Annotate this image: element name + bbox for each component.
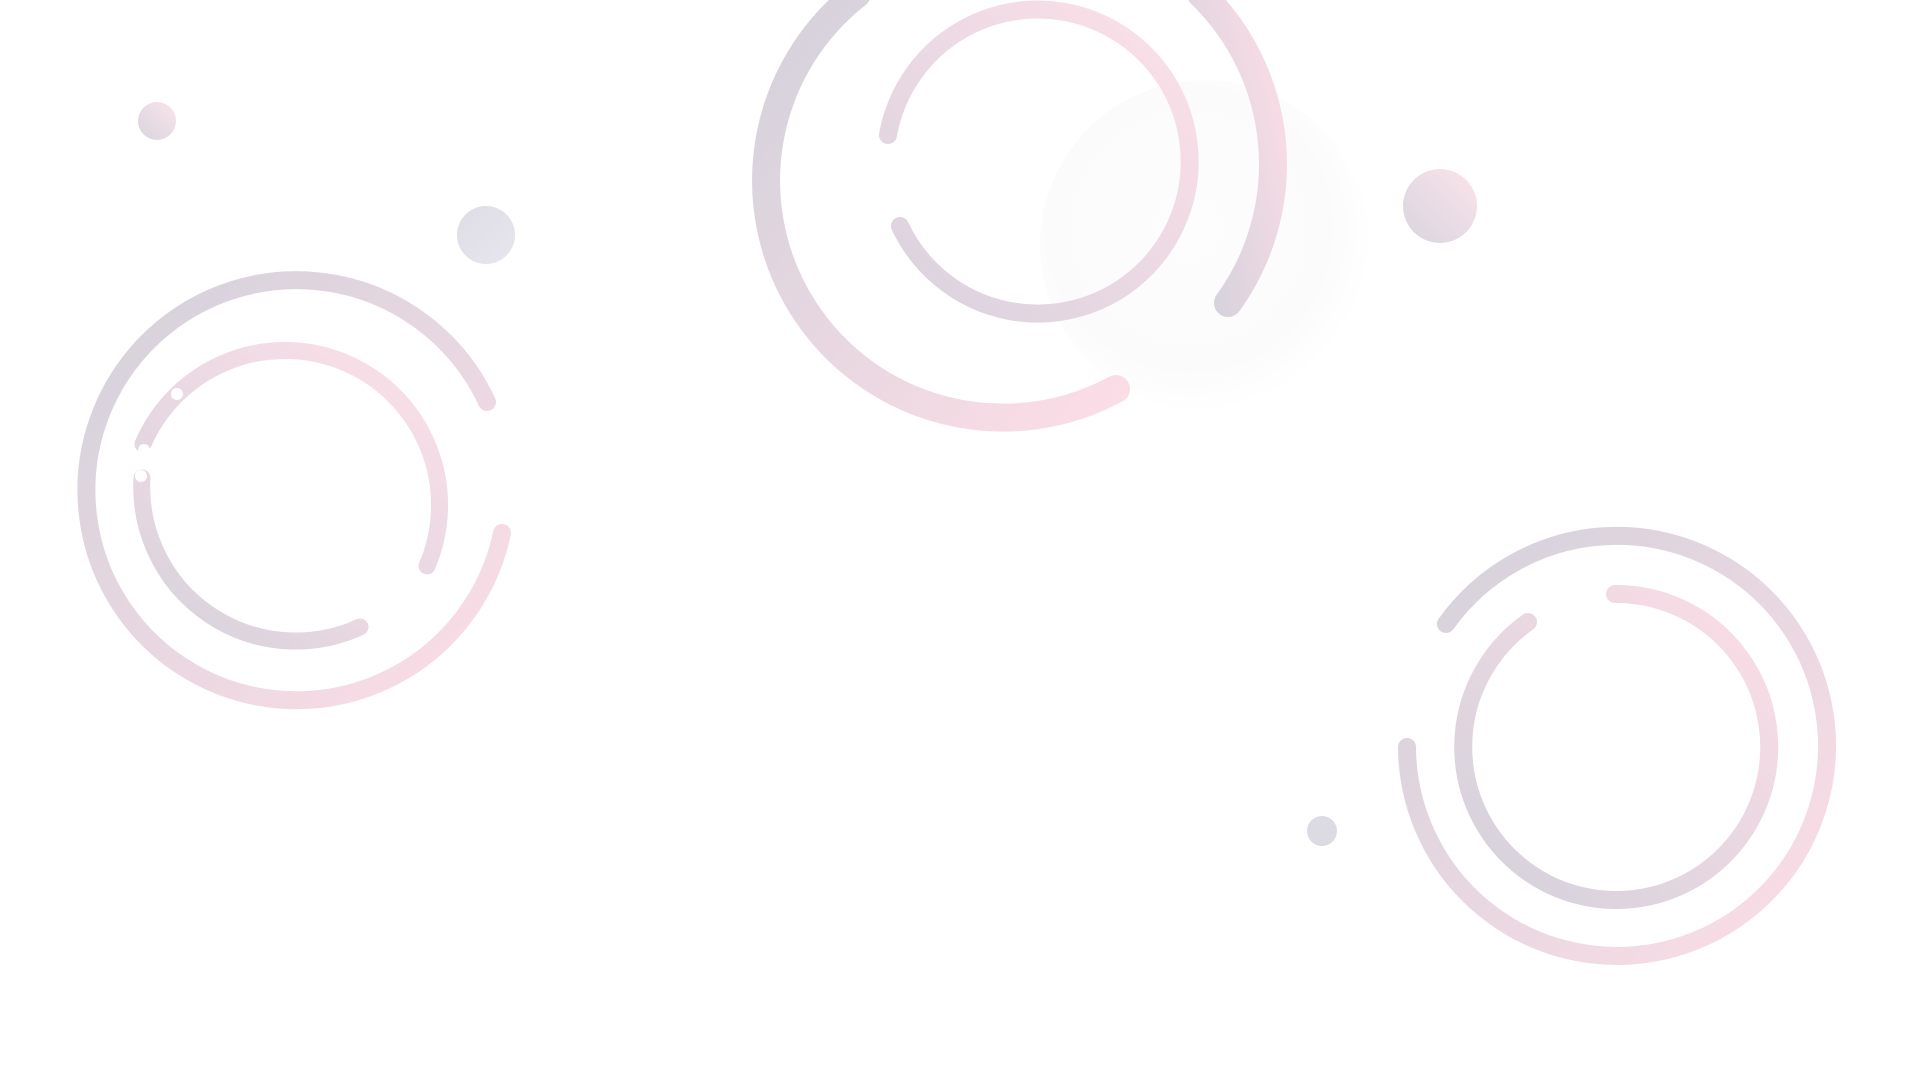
left-notch-dot [138,444,150,456]
left-ring-group [77,271,511,710]
top-outer-arc-right [1188,0,1287,317]
left-inner-arc-b [133,469,369,650]
left-notch-dot [135,470,147,482]
left-outer-arc [77,271,511,710]
soft-glow-circle [1040,80,1370,410]
right-inner-arc-a [1454,584,1779,909]
floating-dot [138,102,176,140]
floating-dot [1307,816,1337,846]
left-notch-dot [171,388,183,400]
right-ring-group [1398,526,1836,965]
top-inner-arc-a [879,0,1199,323]
right-outer-arc [1398,526,1836,965]
top-outer-arc [752,0,1130,432]
floating-dot [1403,169,1477,243]
floating-dot [457,206,515,264]
left-inner-arc-a [134,342,449,575]
top-ring-group [752,0,1287,432]
